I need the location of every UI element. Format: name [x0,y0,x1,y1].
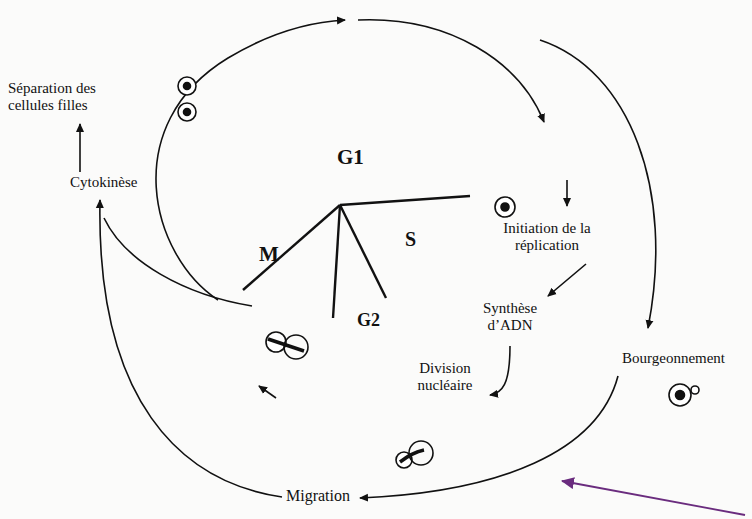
step-label: Initiation de la réplication [484,220,610,255]
phase-label: M [259,242,279,266]
step-label: Division nucléaire [402,360,488,395]
phase-label: G2 [357,310,380,331]
cycle-arrows [80,20,656,498]
step-label: Synthèse d’ADN [466,300,554,335]
step-label: Migration [286,487,350,505]
cell-icons [178,77,699,468]
step-label: Bourgeonnement [622,350,725,367]
pointer-arrow [562,481,745,515]
caption-text: Séparation des cellules filles [8,80,126,115]
phase-label: S [405,228,416,251]
step-label: Cytokinèse [70,174,138,191]
phase-label: G1 [337,145,364,169]
